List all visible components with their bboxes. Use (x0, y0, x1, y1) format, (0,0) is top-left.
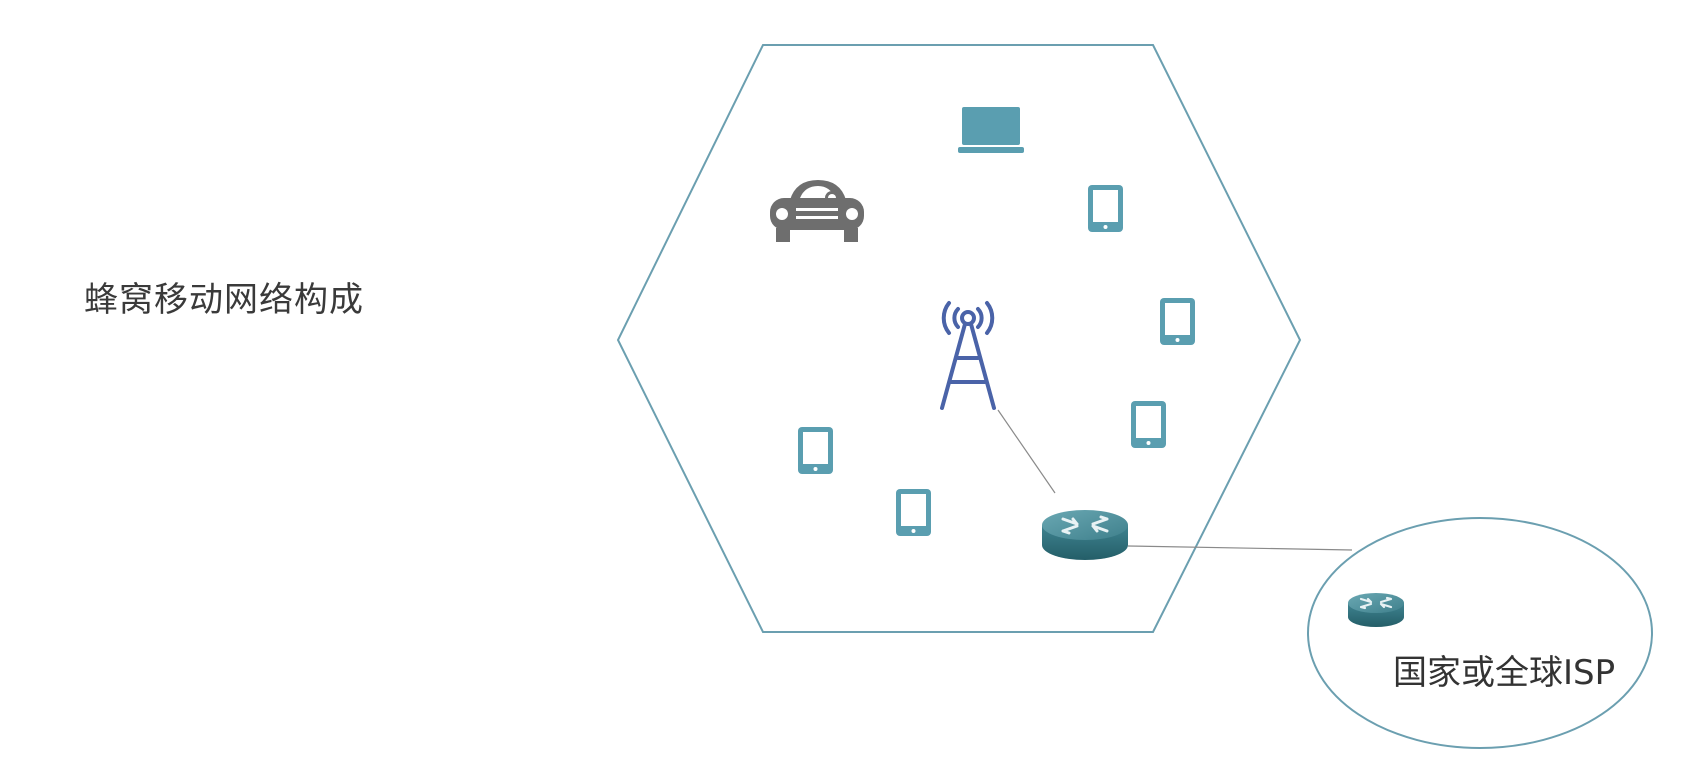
tablet-icon (1160, 298, 1195, 345)
router-isp-link (1127, 545, 1353, 551)
laptop-icon (958, 107, 1024, 153)
tablet-icon (1131, 401, 1166, 448)
car-icon (770, 180, 864, 242)
diagram-title: 蜂窝移动网络构成 (84, 280, 364, 320)
tablet-icon (896, 489, 931, 536)
tower-router-link (997, 409, 1056, 494)
isp-boundary (1307, 517, 1653, 749)
cell-boundary (616, 44, 1302, 633)
isp-label: 国家或全球ISP (1393, 653, 1616, 693)
cell-tower-icon (940, 301, 996, 410)
router-icon (1042, 510, 1128, 560)
tablet-icon (1088, 185, 1123, 232)
tablet-icon (798, 427, 833, 474)
router-icon (1348, 593, 1404, 627)
